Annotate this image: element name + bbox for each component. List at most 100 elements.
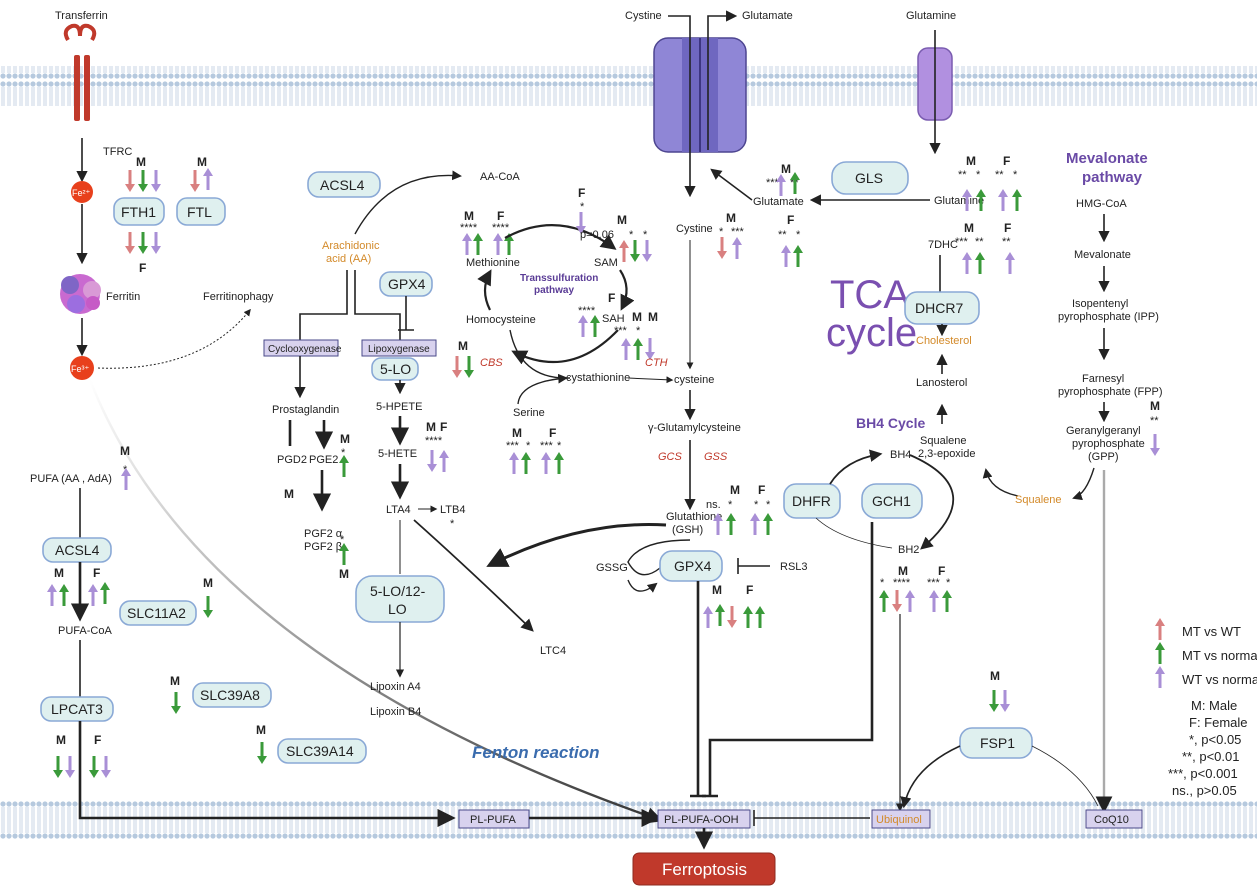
sam-star-1: * [629, 229, 634, 241]
bh2-m-purple-arrow [905, 590, 915, 612]
gsh-f-label: F [758, 483, 765, 497]
dhc-f-purple-arrow [1005, 252, 1015, 274]
fth1-bottom-purple-arrow [151, 232, 161, 254]
lpcat3-m-label: M [56, 733, 66, 747]
gss-label: GSS [704, 451, 728, 463]
fpp-label-1: Farnesyl [1082, 373, 1124, 385]
cholesterol-label: Cholesterol [916, 335, 972, 347]
acsl4-f-label: F [93, 566, 100, 580]
bh4-label: BH4 [890, 449, 911, 461]
glutamine-f-purple-arrow [998, 189, 1008, 211]
sam-f-star: * [580, 201, 585, 213]
acsl4-lipid-label: ACSL4 [55, 542, 100, 558]
gpx4-m-label: M [712, 583, 722, 597]
fe2-label: Fe²⁺ [72, 188, 91, 198]
ltc4-label: LTC4 [540, 645, 566, 657]
cystine-inner-label: Cystine [676, 223, 713, 235]
sah-m-green-arrow [633, 338, 643, 360]
sah-f-stars: **** [578, 305, 596, 317]
legend-purple-arrow [1155, 666, 1165, 688]
methionine-m-purple-arrow [462, 233, 472, 255]
lpcat3-f-purple-arrow [101, 756, 111, 778]
cystine-red-arrow [717, 237, 727, 259]
top-membrane [0, 66, 1257, 106]
serine-f-stars: *** [540, 440, 554, 452]
tca-f-stars: ** [778, 229, 787, 241]
slc39a14-green-arrow [257, 742, 267, 764]
pufa-label: PUFA (AA , AdA) [30, 473, 112, 485]
gsh-to-fenton-arrow [490, 525, 666, 566]
cth-label: CTH [645, 357, 668, 369]
ipp-label-2: pyrophosphate (IPP) [1058, 311, 1159, 323]
tca-title-2: cycle [826, 311, 917, 355]
lipoxin-b4-label: Lipoxin B4 [370, 706, 421, 718]
bh2-m-star: * [880, 577, 885, 589]
arachidonic-label-1: Arachidonic [322, 240, 380, 252]
sah-f-label: F [608, 291, 615, 305]
dhfr-label: DHFR [792, 493, 831, 509]
lanosterol-label: Lanosterol [916, 377, 967, 389]
sam-star-2: * [643, 229, 648, 241]
ubiquinol-label: Ubiquinol [876, 814, 922, 826]
glutathione-label-1: Glutathione [666, 511, 722, 523]
ipp-label-1: Isopentenyl [1072, 298, 1128, 310]
sah-to-homocysteine-arrow [514, 330, 618, 362]
pgf-m-label-top: M [284, 487, 294, 501]
ftl-m-label: M [197, 155, 207, 169]
transsulfuration-title-1: Transsulfuration [520, 273, 598, 284]
homocysteine-label: Homocysteine [466, 314, 536, 326]
pufa-m-label: M [120, 444, 130, 458]
squalene-label: Squalene [1015, 494, 1062, 506]
slc11a2-m-label: M [203, 576, 213, 590]
coq10-label: CoQ10 [1094, 814, 1129, 826]
acsl4-f-green-arrow [100, 582, 110, 604]
legend-p001: ***, p<0.001 [1168, 766, 1238, 781]
serine-to-cystathionine-arrow [518, 378, 566, 404]
slc39a8-m-label: M [170, 674, 180, 688]
legend-mt-wt: MT vs WT [1182, 624, 1241, 639]
sah-m-purple-arrow [621, 338, 631, 360]
sah-m-star: * [636, 325, 641, 337]
sam-red-arrow [619, 240, 629, 262]
cystine-purple-arrow [732, 237, 742, 259]
lpcat3-label: LPCAT3 [51, 701, 103, 717]
fsp1-to-ubiquinol-arrow [904, 746, 960, 806]
serine-label: Serine [513, 407, 545, 419]
gpx4-m-red-arrow [727, 606, 737, 628]
serine-m-green-arrow [521, 452, 531, 474]
dhc-m-purple-arrow [962, 252, 972, 274]
gls-label: GLS [855, 170, 883, 186]
gpp-label-2: pyrophosphate [1072, 438, 1145, 450]
lpcat3-f-label: F [94, 733, 101, 747]
acsl4-aa-label: ACSL4 [320, 177, 365, 193]
dhfr-to-bh4-arrow [830, 454, 880, 484]
fth1-top-red-arrow [125, 170, 135, 192]
bh2-m-label: M [898, 564, 908, 578]
gsh-m-label: M [730, 483, 740, 497]
lo12-label-2: LO [388, 601, 407, 617]
ltb4-label: LTB4 [440, 504, 465, 516]
cystine-m-label: M [726, 211, 736, 225]
legend-mt-normal: MT vs normal [1182, 648, 1257, 663]
legend-male: M: Male [1191, 698, 1237, 713]
tfrc-label: TFRC [103, 146, 132, 158]
gssg-to-gpx4-arrow [628, 580, 656, 591]
glutathione-label-2: (GSH) [672, 524, 703, 536]
cyclooxygenase-label: Cyclooxygenase [268, 344, 342, 355]
lo12-label-1: 5-LO/12- [370, 583, 426, 599]
mevalonate-label: Mevalonate [1074, 249, 1131, 261]
lipoxygenase-label: Lipoxygenase [368, 344, 430, 355]
rsl3-label: RSL3 [780, 561, 808, 573]
gpp-label-1: Geranylgeranyl [1066, 425, 1141, 437]
pl-pufa-label: PL-PUFA [470, 814, 517, 826]
methionine-m-green-arrow [473, 233, 483, 255]
acsl4-f-purple-arrow [88, 584, 98, 606]
cystathionine-label: cystathionine [566, 372, 630, 384]
fe3-label: Fe³⁺ [71, 364, 90, 374]
sam-to-sah-arrow [620, 270, 627, 308]
bh2-f-star: * [946, 577, 951, 589]
fpp-label-2: pyrophosphate (FPP) [1058, 386, 1163, 398]
glutamine-f-star: * [1013, 169, 1018, 181]
sam-green-arrow [630, 240, 640, 262]
ftl-label: FTL [187, 204, 212, 220]
